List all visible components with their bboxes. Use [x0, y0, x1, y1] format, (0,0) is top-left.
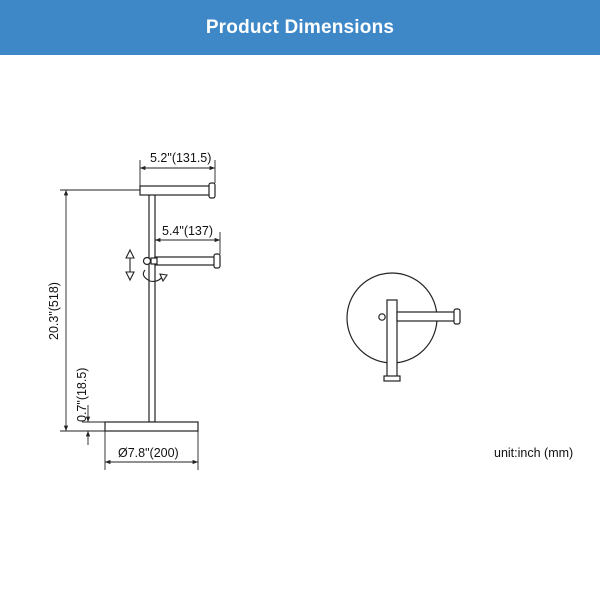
- arm-top-view: [396, 311, 456, 322]
- label-base-diameter: Ø7.8"(200): [118, 446, 179, 460]
- height-adjust-arrow-icon: [125, 248, 135, 282]
- side-view: [104, 182, 221, 432]
- pole-end: [383, 375, 401, 382]
- label-lower-arm-width: 5.4"(137): [162, 224, 213, 238]
- knob: [378, 313, 386, 321]
- pole-top-view: [386, 299, 398, 379]
- header-title: Product Dimensions: [205, 16, 395, 38]
- top-view: [346, 272, 461, 382]
- dimension-lines: [60, 160, 221, 470]
- arm-end-cap: [453, 308, 461, 325]
- unit-note: unit:inch (mm): [494, 446, 573, 460]
- label-base-thickness: 0.7"(18.5): [75, 368, 89, 422]
- base: [104, 421, 199, 432]
- top-arm: [139, 182, 216, 199]
- header-banner: Product Dimensions: [0, 0, 600, 55]
- pole: [148, 189, 156, 423]
- label-total-height: 20.3"(518): [47, 282, 61, 340]
- label-top-arm-width: 5.2"(131.5): [150, 151, 211, 165]
- rotate-arrow-icon: [142, 269, 168, 283]
- lower-arm: [142, 253, 221, 269]
